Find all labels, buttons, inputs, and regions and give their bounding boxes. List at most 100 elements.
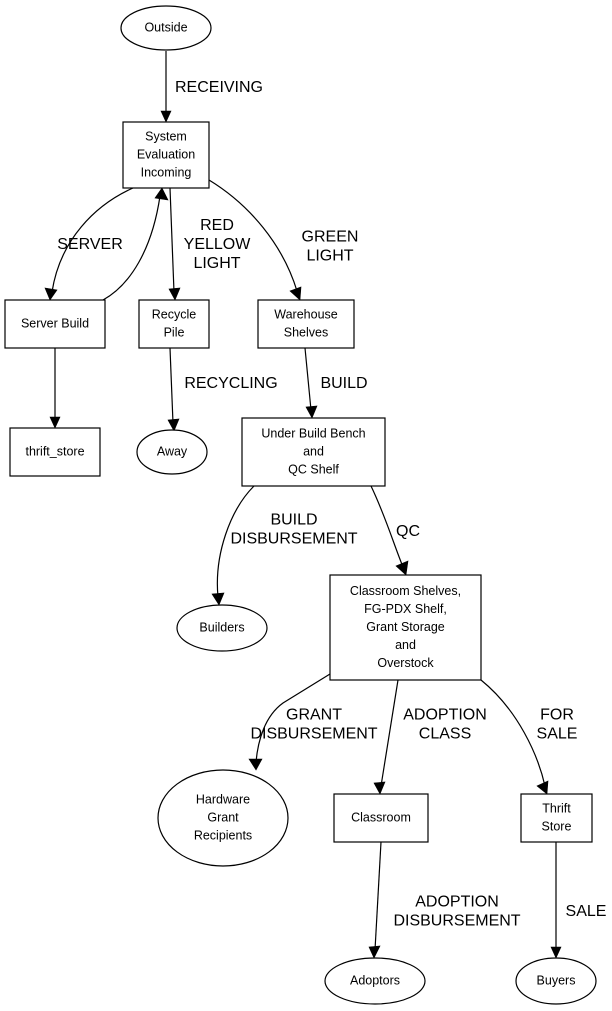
node-label-system_eval-line: Incoming bbox=[141, 165, 192, 179]
node-label-hardware_grant-line: Hardware bbox=[196, 792, 250, 806]
node-label-thrift_store_low-line: thrift_store bbox=[25, 444, 84, 458]
node-box[interactable] bbox=[520, 793, 593, 843]
arrowhead-icon bbox=[305, 405, 318, 419]
node-ellipse[interactable] bbox=[176, 604, 268, 652]
edge-label-e_receiving: RECEIVING bbox=[175, 79, 263, 96]
edge-line bbox=[216, 485, 255, 598]
node-label-buyers: Buyers bbox=[537, 973, 576, 987]
edge-label-e_adoption_class-line: CLASS bbox=[419, 726, 471, 743]
node-label-classroom: Classroom bbox=[351, 810, 411, 824]
arrowhead-icon bbox=[167, 418, 180, 432]
edge-line bbox=[304, 347, 312, 411]
node-label-classroom-line: Classroom bbox=[351, 810, 411, 824]
edge-e_build bbox=[304, 347, 318, 419]
node-box[interactable] bbox=[4, 299, 106, 349]
edge-label-e_qc: QC bbox=[396, 523, 420, 540]
node-ellipse[interactable] bbox=[324, 957, 426, 1005]
node-label-adoptors: Adoptors bbox=[350, 973, 400, 987]
node-label-under_build-line: and bbox=[303, 444, 324, 458]
node-away[interactable]: Away bbox=[136, 429, 208, 475]
node-classroom_shelf[interactable]: Classroom Shelves,FG-PDX Shelf,Grant Sto… bbox=[329, 574, 482, 681]
node-outside[interactable]: Outside bbox=[120, 5, 212, 51]
node-label-thrift_store_box-line: Store bbox=[542, 819, 572, 833]
node-server_build[interactable]: Server Build bbox=[4, 299, 106, 349]
edge-e_grant_disb bbox=[248, 673, 331, 771]
edge-e_red_yellow bbox=[168, 187, 181, 301]
edge-label-e_red_yellow-line: LIGHT bbox=[193, 255, 240, 272]
node-box[interactable] bbox=[9, 427, 101, 477]
edge-e_adoption_class bbox=[373, 679, 399, 795]
node-label-under_build-line: Under Build Bench bbox=[261, 426, 365, 440]
edge-e_server bbox=[44, 187, 134, 301]
edge-label-e_adoption_disb-line: ADOPTION bbox=[415, 894, 499, 911]
arrowhead-icon bbox=[536, 780, 549, 795]
edge-e_server_return bbox=[102, 187, 169, 301]
edge-label-e_green_light: GREEN LIGHT bbox=[302, 229, 359, 265]
arrowhead-icon bbox=[154, 187, 169, 201]
node-label-hardware_grant-line: Recipients bbox=[194, 828, 252, 842]
node-thrift_store_low[interactable]: thrift_store bbox=[9, 427, 101, 477]
edge-label-e_green_light-line: GREEN bbox=[302, 229, 359, 246]
node-label-classroom_shelf-line: Overstock bbox=[377, 656, 434, 670]
node-box[interactable] bbox=[329, 574, 482, 681]
edge-label-e_green_light-line: LIGHT bbox=[306, 248, 353, 265]
edge-label-e_adoption_class-line: ADOPTION bbox=[403, 707, 487, 724]
edge-label-e_server-line: SERVER bbox=[57, 236, 123, 253]
node-label-system_eval-line: Evaluation bbox=[137, 147, 195, 161]
node-box[interactable] bbox=[333, 793, 429, 843]
edge-label-e_grant_disb-line: DISBURSEMENT bbox=[250, 726, 377, 743]
edge-label-e_sale: SALE bbox=[566, 903, 607, 920]
edge-line bbox=[169, 347, 174, 424]
node-label-away: Away bbox=[157, 444, 188, 458]
node-box[interactable] bbox=[257, 299, 355, 349]
edge-e_build_disb bbox=[211, 485, 255, 606]
node-ellipse[interactable] bbox=[136, 429, 208, 475]
node-builders[interactable]: Builders bbox=[176, 604, 268, 652]
edge-line bbox=[51, 187, 134, 293]
node-label-classroom_shelf-line: Grant Storage bbox=[366, 620, 445, 634]
edge-label-e_red_yellow-line: YELLOW bbox=[184, 236, 252, 253]
edge-e_sale bbox=[550, 842, 562, 959]
arrowhead-icon bbox=[160, 110, 172, 123]
node-label-outside-line: Outside bbox=[144, 20, 187, 34]
edge-e_adoption_disb bbox=[368, 841, 382, 959]
edges-layer bbox=[44, 51, 562, 959]
node-ellipse[interactable] bbox=[515, 957, 597, 1005]
node-label-thrift_store_low: thrift_store bbox=[25, 444, 84, 458]
edge-labels-layer: RECEIVINGSERVERREDYELLOWLIGHTGREENLIGHTR… bbox=[57, 79, 606, 930]
edge-e_qc bbox=[370, 485, 409, 576]
edge-label-e_grant_disb: GRANT DISBURSEMENT bbox=[250, 707, 377, 743]
arrowhead-icon bbox=[44, 287, 58, 301]
edge-label-e_server: SERVER bbox=[57, 236, 123, 253]
node-box[interactable] bbox=[241, 417, 386, 487]
node-ellipse[interactable] bbox=[157, 769, 289, 867]
node-box[interactable] bbox=[138, 299, 210, 349]
edge-label-e_recycling: RECYCLING bbox=[184, 375, 277, 392]
node-label-classroom_shelf-line: FG-PDX Shelf, bbox=[364, 602, 447, 616]
arrowhead-icon bbox=[373, 781, 386, 795]
node-classroom[interactable]: Classroom bbox=[333, 793, 429, 843]
edge-line bbox=[370, 485, 404, 568]
edge-label-e_grant_disb-line: GRANT bbox=[286, 707, 342, 724]
node-buyers[interactable]: Buyers bbox=[515, 957, 597, 1005]
edge-label-e_for_sale-line: SALE bbox=[537, 726, 578, 743]
node-label-warehouse-line: Shelves bbox=[284, 325, 328, 339]
node-box[interactable] bbox=[122, 121, 210, 189]
node-ellipse[interactable] bbox=[120, 5, 212, 51]
node-adoptors[interactable]: Adoptors bbox=[324, 957, 426, 1005]
node-label-server_build: Server Build bbox=[21, 316, 89, 330]
node-label-server_build-line: Server Build bbox=[21, 316, 89, 330]
